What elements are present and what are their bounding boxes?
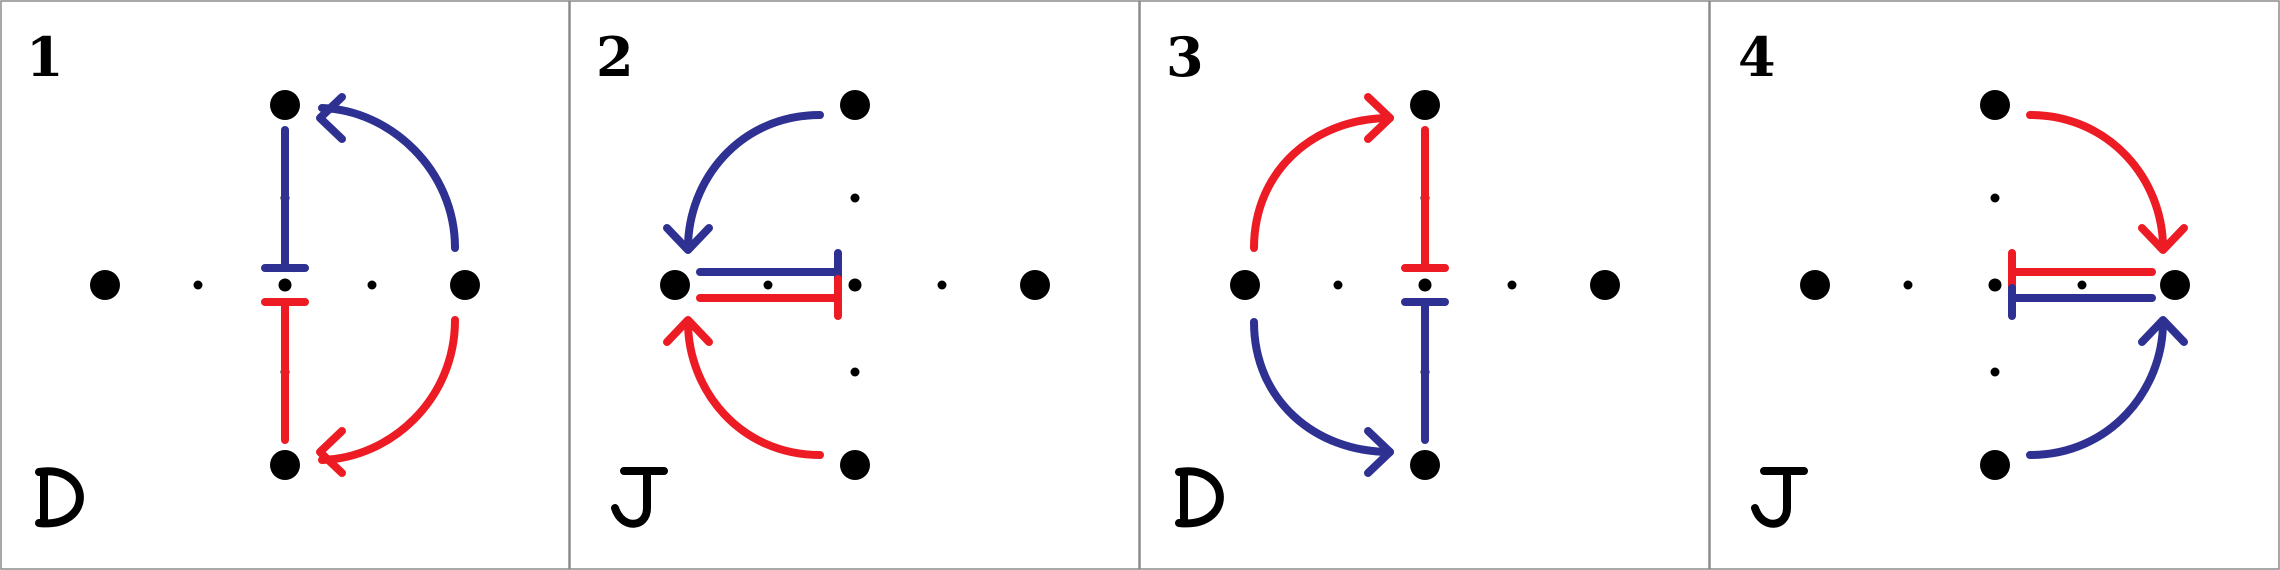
- panel-3-number: 3: [1166, 25, 1204, 89]
- panel-1-letter-d: [35, 467, 84, 528]
- blue-inhibition-arrow: [1401, 298, 1449, 444]
- node-top: [270, 90, 300, 120]
- panel-1: 1 D: [0, 0, 570, 570]
- midpoint-dot: [1990, 193, 2000, 203]
- center-dot: [278, 278, 292, 292]
- red-inhibition-arrow: [696, 275, 842, 320]
- blue-inhibition-arrow: [261, 126, 309, 272]
- red-arrowhead: [1364, 93, 1394, 143]
- midpoint-dot: [1507, 280, 1517, 290]
- blue-curved-arrow: [684, 111, 824, 252]
- panel-2-letter-j: [611, 467, 668, 528]
- red-arrowhead: [663, 316, 713, 346]
- red-curved-arrow: [1250, 114, 1394, 252]
- panel-3: 3 D: [1139, 0, 1710, 570]
- center-dot: [848, 278, 862, 292]
- panel-3-letter-d: [1175, 467, 1224, 528]
- panel-2-number: 2: [596, 25, 634, 89]
- blue-arrowhead: [1364, 427, 1394, 477]
- center-dot: [1988, 278, 2002, 292]
- red-inhibition-arrow: [2008, 249, 2156, 294]
- center-dot: [1418, 278, 1432, 292]
- blue-arrowhead: [316, 93, 346, 143]
- node-bottom: [840, 450, 870, 480]
- node-top: [840, 90, 870, 120]
- midpoint-dot: [1903, 280, 1913, 290]
- node-top: [1980, 90, 2010, 120]
- blue-arrowhead: [663, 224, 713, 254]
- blue-curved-arrow: [1250, 318, 1394, 456]
- midpoint-dot: [850, 367, 860, 377]
- node-bottom: [270, 450, 300, 480]
- midpoint-dot: [1990, 367, 2000, 377]
- midpoint-dot: [2077, 280, 2087, 290]
- midpoint-dot: [763, 280, 773, 290]
- midpoint-dot: [850, 193, 860, 203]
- panel-1-number: 1: [26, 25, 64, 89]
- red-curved-arrow: [318, 316, 459, 464]
- node-right: [2160, 270, 2190, 300]
- midpoint-dot: [367, 280, 377, 290]
- midpoint-dot: [1333, 280, 1343, 290]
- node-right: [450, 270, 480, 300]
- node-left: [1230, 270, 1260, 300]
- node-right: [1590, 270, 1620, 300]
- node-left: [1800, 270, 1830, 300]
- panel-4-letter-j: [1751, 467, 1808, 528]
- node-left: [90, 270, 120, 300]
- midpoint-dot: [193, 280, 203, 290]
- red-curved-arrow: [2026, 111, 2167, 252]
- red-inhibition-arrow: [1401, 126, 1449, 272]
- red-curved-arrow: [684, 318, 824, 459]
- panel-4-number: 4: [1738, 25, 1776, 89]
- red-arrowhead: [316, 427, 346, 477]
- node-bottom: [1980, 450, 2010, 480]
- node-top: [1410, 90, 1440, 120]
- node-right: [1020, 270, 1050, 300]
- node-left: [660, 270, 690, 300]
- node-bottom: [1410, 450, 1440, 480]
- blue-curved-arrow: [318, 104, 459, 252]
- panel-2: 2 J: [569, 0, 1140, 570]
- blue-arrowhead: [2138, 316, 2188, 346]
- red-arrowhead: [2138, 224, 2188, 254]
- blue-curved-arrow: [2026, 318, 2167, 459]
- midpoint-dot: [937, 280, 947, 290]
- blue-inhibition-arrow: [2008, 284, 2156, 320]
- red-inhibition-arrow: [261, 298, 309, 444]
